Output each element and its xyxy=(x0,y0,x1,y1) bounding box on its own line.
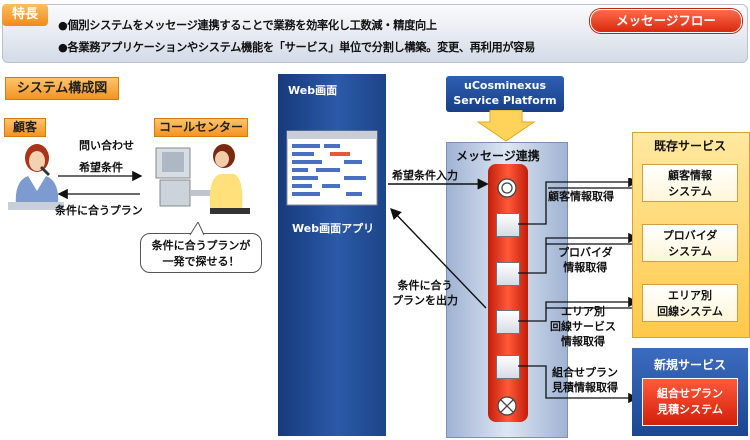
web-platform-arrows xyxy=(388,178,489,309)
bubble-line-2: 一発で探せる！ xyxy=(162,255,240,268)
feature-bullet-2: ●各業務アプリケーションやシステム機能を「サービス」単位で分割し構築。変更、再利… xyxy=(58,41,536,54)
existing-service-area-line: エリア別 回線システム xyxy=(642,284,738,322)
bubble-tail xyxy=(189,222,205,236)
conditions-input-label: 希望条件入力 xyxy=(392,169,458,182)
plan-reply-label: 条件に合うプラン xyxy=(55,204,143,217)
flow-step-node xyxy=(496,262,520,286)
existing-service-provider: プロバイダ システム xyxy=(642,224,738,262)
call-center-operator-icon xyxy=(155,144,250,214)
plan-output-line-2: プランを出力 xyxy=(392,294,458,307)
flow-step-node xyxy=(496,213,520,237)
flow-step-label-4: 組合せプラン 見積情報取得 xyxy=(552,366,618,394)
platform-line-2: Service Platform xyxy=(453,94,557,107)
web-app-label: Web画面アプリ xyxy=(292,222,375,235)
flow-start-icon xyxy=(497,178,517,198)
flow-step-label-1: 顧客情報取得 xyxy=(548,190,614,203)
web-screen-title: Web画面 xyxy=(288,84,338,97)
platform-down-arrow xyxy=(476,110,536,142)
flow-step-node xyxy=(496,355,520,379)
new-services-title: 新規サービス xyxy=(653,358,726,372)
existing-services-title: 既存サービス xyxy=(653,139,726,153)
bubble-line-1: 条件に合うプランが xyxy=(151,239,251,252)
message-integration-label: メッセージ連携 xyxy=(456,149,540,163)
web-screen-window-icon xyxy=(286,130,378,206)
call-center-tag: コールセンター xyxy=(154,118,248,137)
new-service-plan-estimate: 組合せプラン 見積システム xyxy=(642,378,738,426)
message-flow-badge: メッセージフロー xyxy=(590,9,742,33)
feature-bullet-1: ●個別システムをメッセージ連携することで業務を効率化し工数減・精度向上 xyxy=(58,19,437,32)
plan-output-label: 条件に合う プランを出力 xyxy=(392,278,458,308)
service-call-arrows xyxy=(518,178,639,404)
customer-arrows xyxy=(57,170,143,200)
flow-step-label-2: プロバイダ 情報取得 xyxy=(558,246,613,274)
flow-step-node xyxy=(496,310,520,334)
features-tag: 特長 xyxy=(2,4,48,26)
conditions-label: 希望条件 xyxy=(79,161,123,174)
message-flow-bar xyxy=(488,164,528,422)
platform-line-1: uCosminexus xyxy=(463,79,546,92)
inquiry-label: 問い合わせ xyxy=(79,139,134,152)
flow-end-icon xyxy=(497,396,517,416)
plan-output-line-1: 条件に合う xyxy=(397,279,453,292)
system-diagram-tag: システム構成図 xyxy=(5,77,119,100)
customer-person-icon xyxy=(8,144,64,210)
web-screen-panel xyxy=(278,74,386,436)
call-center-speech-bubble: 条件に合うプランが 一発で探せる！ xyxy=(140,233,262,273)
service-platform-badge: uCosminexus Service Platform xyxy=(446,76,564,112)
existing-service-customer: 顧客情報 システム xyxy=(642,164,738,202)
customer-tag: 顧客 xyxy=(4,118,46,137)
